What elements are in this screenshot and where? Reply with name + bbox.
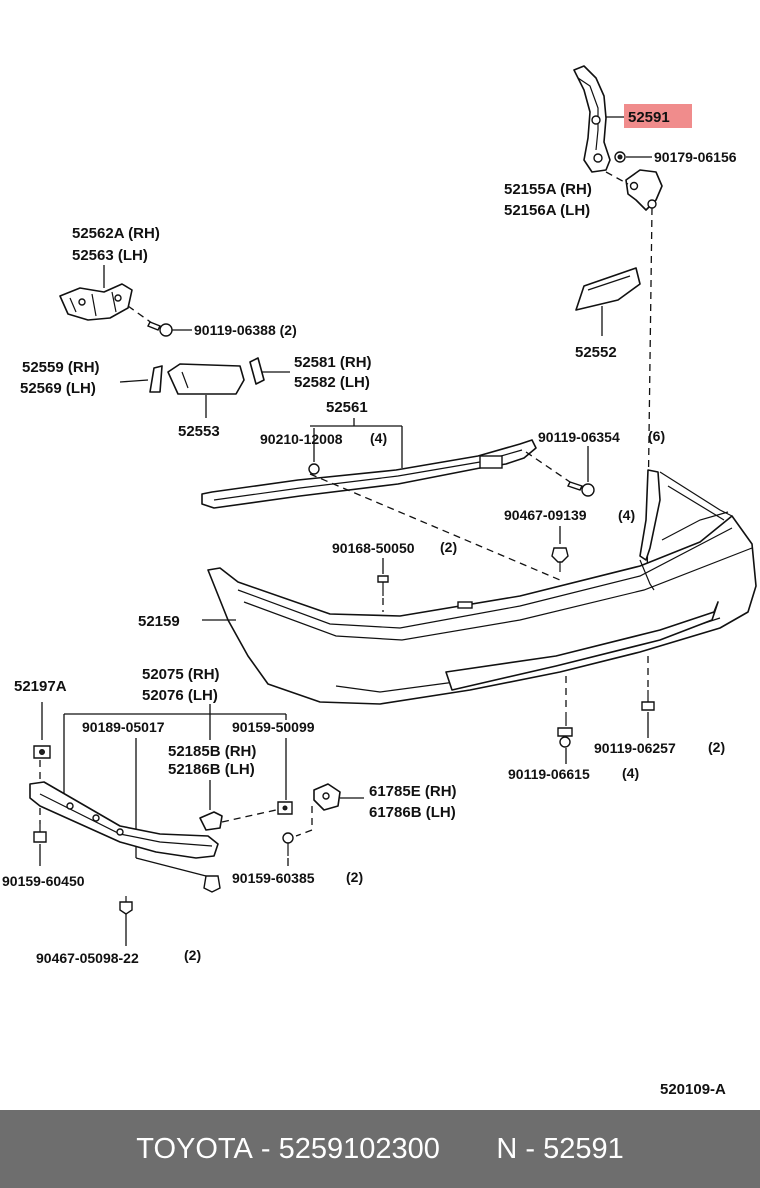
bracket-52562a-part[interactable] <box>59 283 133 321</box>
qty-90159-60385: (2) <box>346 869 363 885</box>
label-52563[interactable]: 52563 (LH) <box>72 247 148 264</box>
label-52197a[interactable]: 52197A <box>14 678 67 695</box>
qty-90168-50050: (2) <box>440 539 457 555</box>
label-90159-60450[interactable]: 90159-60450 <box>2 873 85 889</box>
label-52569[interactable]: 52569 (LH) <box>20 380 96 397</box>
bolt-90119-06257[interactable] <box>641 690 655 711</box>
clip-90467-05098[interactable] <box>119 896 133 915</box>
nut-90179-06156[interactable] <box>614 151 626 163</box>
label-90159-60385[interactable]: 90159-60385 <box>232 870 315 886</box>
diagram-reference-code: 520109-A <box>660 1081 726 1098</box>
bracket-52185b-part[interactable] <box>199 811 223 831</box>
label-90119-06354[interactable]: 90119-06354 <box>538 429 620 445</box>
label-52155a[interactable]: 52155A (RH) <box>504 181 592 198</box>
label-52075[interactable]: 52075 (RH) <box>142 666 220 683</box>
bolt-90119-06615[interactable] <box>557 712 573 748</box>
label-90467-09139[interactable]: 90467-09139 <box>504 507 587 523</box>
part-code: 52591 <box>543 1132 624 1165</box>
screw-90119-06388[interactable] <box>147 321 173 337</box>
seal-52581-part[interactable] <box>249 357 265 385</box>
label-90119-06615[interactable]: 90119-06615 <box>508 766 590 782</box>
bumper-cover-52159-part[interactable] <box>207 469 757 705</box>
label-52559[interactable]: 52559 (RH) <box>22 359 100 376</box>
retainer-52155a-part[interactable] <box>625 169 663 211</box>
qty-90119-06257: (2) <box>708 739 725 755</box>
label-52159[interactable]: 52159 <box>138 613 180 630</box>
pad-52552-part[interactable] <box>575 267 641 311</box>
screw-90119-06354[interactable] <box>567 481 595 497</box>
label-90189-05017[interactable]: 90189-05017 <box>82 719 165 735</box>
clip-90467-09139[interactable] <box>551 547 569 572</box>
prefix-n: N <box>496 1132 518 1165</box>
label-52552[interactable]: 52552 <box>575 344 617 361</box>
qty-90210-12008: (4) <box>370 430 387 446</box>
label-90210-12008[interactable]: 90210-12008 <box>260 431 343 447</box>
separator: - <box>252 1132 279 1165</box>
screw-90159-60450[interactable] <box>33 824 47 843</box>
part-number: 5259102300 <box>278 1132 440 1165</box>
qty-90467-05098: (2) <box>184 947 201 963</box>
label-90467-05098[interactable]: 90467-05098-22 <box>36 950 139 966</box>
label-90179-06156[interactable]: 90179-06156 <box>654 149 737 165</box>
spacer <box>440 1133 496 1166</box>
label-52186b[interactable]: 52186B (LH) <box>168 761 255 778</box>
label-52185b[interactable]: 52185B (RH) <box>168 743 256 760</box>
label-52581[interactable]: 52581 (RH) <box>294 354 372 371</box>
clip-90210-12008[interactable] <box>308 463 320 475</box>
screw-90168-50050[interactable] <box>377 575 389 596</box>
seal-52559-part[interactable] <box>149 365 163 393</box>
qty-90119-06354: (6) <box>648 428 665 444</box>
parts-diagram: 52591 90179-06156 52155A (RH) 52156A (LH… <box>2 65 757 1098</box>
reinforcement-52075-part[interactable] <box>29 781 219 859</box>
label-61786b[interactable]: 61786B (LH) <box>369 804 456 821</box>
nut-90159-50099[interactable] <box>277 801 293 815</box>
label-52591[interactable]: 52591 <box>628 109 670 126</box>
label-52561[interactable]: 52561 <box>326 399 368 416</box>
label-52582[interactable]: 52582 (LH) <box>294 374 370 391</box>
plate-61785e-part[interactable] <box>313 783 341 811</box>
label-90168-50050[interactable]: 90168-50050 <box>332 540 415 556</box>
screw-90159-60385[interactable] <box>282 832 294 856</box>
label-52562a[interactable]: 52562A (RH) <box>72 225 160 242</box>
label-52156a[interactable]: 52156A (LH) <box>504 202 590 219</box>
retainer-52197a[interactable] <box>33 745 51 759</box>
bracket-52591-part[interactable] <box>573 65 611 173</box>
qty-90467-09139: (4) <box>618 507 635 523</box>
brand-name: TOYOTA <box>136 1132 253 1165</box>
part-highlight-52591 <box>624 104 692 128</box>
label-52076[interactable]: 52076 (LH) <box>142 687 218 704</box>
absorber-52553-part[interactable] <box>167 363 245 395</box>
label-52553[interactable]: 52553 <box>178 423 220 440</box>
label-90119-06257[interactable]: 90119-06257 <box>594 740 676 756</box>
part-info-footer: TOYOTA - 5259102300 N - 52591 <box>0 1110 760 1188</box>
reinforcement-52561-part[interactable] <box>201 439 537 509</box>
label-90159-50099[interactable]: 90159-50099 <box>232 719 315 735</box>
separator: - <box>517 1132 544 1165</box>
label-61785e[interactable]: 61785E (RH) <box>369 783 457 800</box>
qty-90119-06615: (4) <box>622 765 639 781</box>
label-90119-06388[interactable]: 90119-06388 (2) <box>194 322 297 338</box>
clip-90189-05017[interactable] <box>203 875 221 893</box>
